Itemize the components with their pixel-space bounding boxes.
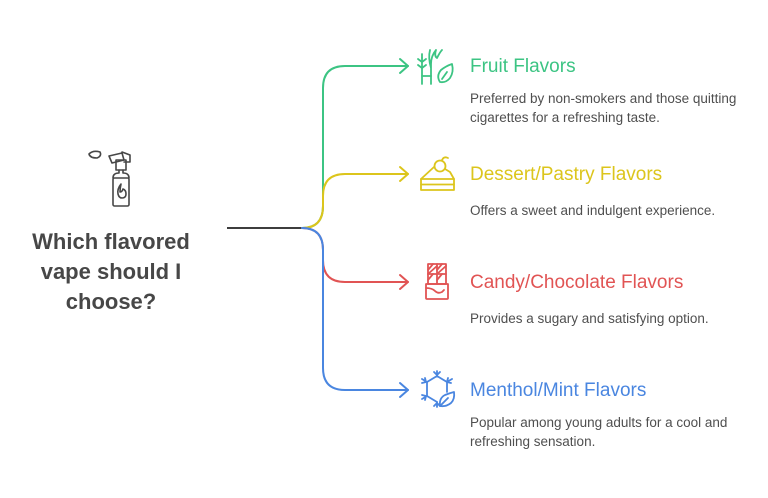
central-question: Which flavored vape should I choose? [32,229,190,314]
cake-slice-icon [420,156,455,191]
branch-title-dessert: Dessert/Pastry Flavors [470,164,663,185]
chocolate-bar-icon [425,263,449,300]
branch-description-candy: Provides a sugary and satisfying option. [470,311,709,326]
branch-description-dessert: Offers a sweet and indulgent experience. [470,203,716,218]
branch-connector-dessert [301,166,409,229]
branch-title-menthol: Menthol/Mint Flavors [470,380,647,401]
branch-connector-menthol [301,227,409,398]
branch-connector-candy [301,227,409,290]
plant-leaf-icon [417,49,454,85]
branch-description-fruit: Preferred by non-smokers and those quitt… [470,91,737,125]
branch-description-menthol: Popular among young adults for a cool an… [470,415,728,449]
vape-bottle-icon [88,150,131,207]
branch-connector-fruit [301,58,409,229]
branch-title-fruit: Fruit Flavors [470,56,576,77]
snowflake-leaf-icon [421,370,456,408]
branch-title-candy: Candy/Chocolate Flavors [470,272,684,293]
